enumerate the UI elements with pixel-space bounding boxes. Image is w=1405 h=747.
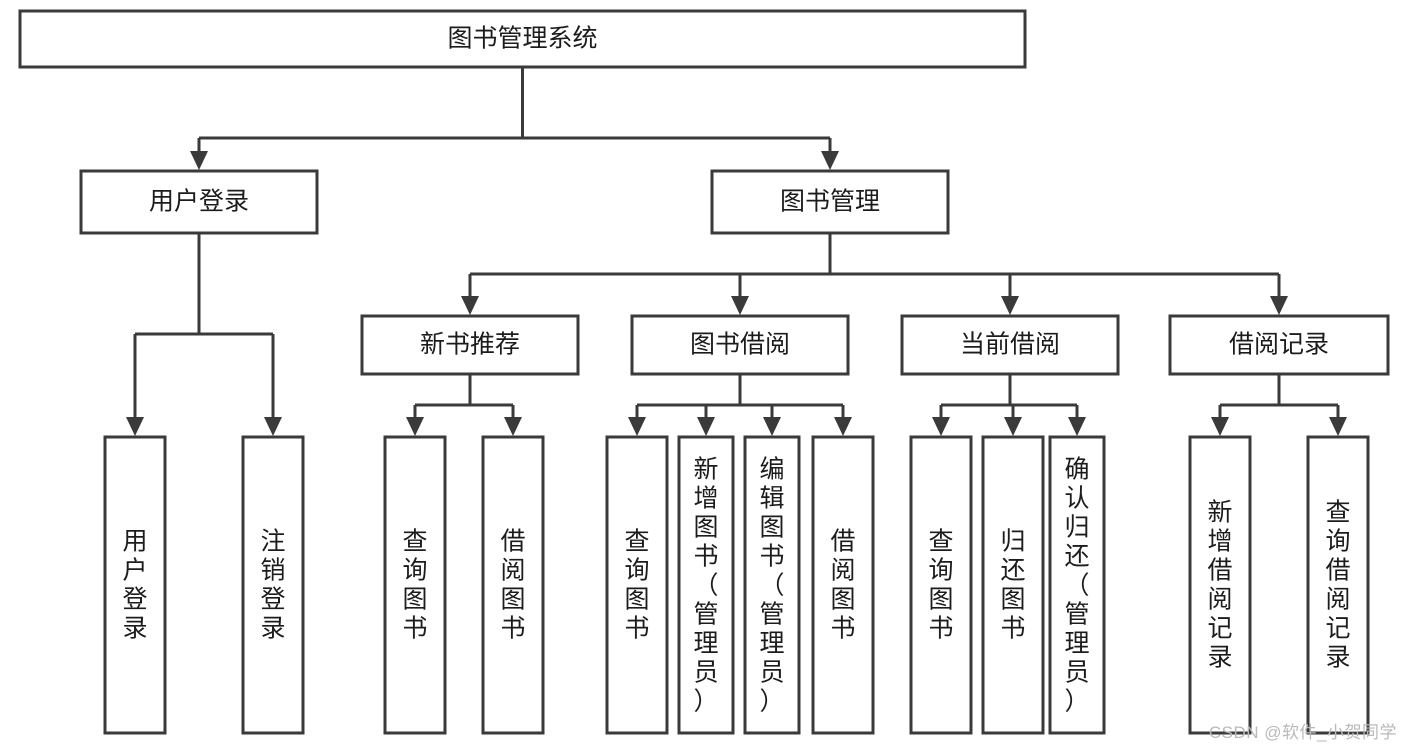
node-label: 查询图书 [928, 528, 953, 643]
arrow-head-icon [697, 417, 715, 436]
node-login[interactable]: 用户登录 [79, 169, 319, 235]
node-leaf-10[interactable]: 归还图书 [981, 435, 1045, 735]
node-box[interactable] [241, 435, 305, 735]
node-box[interactable] [1188, 435, 1252, 735]
arrow-head-icon [190, 151, 208, 170]
node-box[interactable] [605, 435, 669, 735]
node-leaf-12[interactable]: 新增借阅记录 [1188, 435, 1252, 735]
node-box[interactable] [481, 435, 545, 735]
node-label: 新增借阅记录 [1207, 499, 1232, 672]
node-label: 新书推荐 [420, 331, 520, 359]
node-leaf-11[interactable]: 确认归还（管理员） [1048, 435, 1106, 735]
csdn-watermark: CSDN @软件_小贺同学 [1208, 723, 1397, 742]
node-box[interactable] [1168, 314, 1390, 376]
arrow-head-icon [1068, 417, 1086, 436]
node-box[interactable] [1306, 435, 1370, 735]
node-layer: 图书管理系统用户登录图书管理新书推荐图书借阅当前借阅借阅记录用户登录注销登录查询… [18, 9, 1390, 735]
arrow-head-icon [406, 417, 424, 436]
node-label: 查询借阅记录 [1325, 499, 1350, 672]
node-label: 新增图书（管理员） [693, 456, 718, 716]
arrow-head-icon [1329, 417, 1347, 436]
node-leaf-2[interactable]: 注销登录 [241, 435, 305, 735]
node-box[interactable] [710, 169, 950, 235]
arrow-head-icon [264, 417, 282, 436]
node-leaf-3[interactable]: 查询图书 [383, 435, 447, 735]
node-label: 借阅图书 [830, 528, 855, 643]
node-records[interactable]: 借阅记录 [1168, 314, 1390, 376]
node-box[interactable] [630, 314, 850, 376]
node-bookmgmt[interactable]: 图书管理 [710, 169, 950, 235]
arrow-head-icon [932, 417, 950, 436]
node-leaf-6[interactable]: 新增图书（管理员） [677, 435, 735, 735]
node-newbook[interactable]: 新书推荐 [360, 314, 580, 376]
node-box[interactable] [103, 435, 167, 735]
connector-layer [126, 67, 1347, 436]
node-box[interactable] [677, 435, 735, 735]
arrow-head-icon [504, 417, 522, 436]
node-label: 用户登录 [122, 528, 147, 643]
node-leaf-5[interactable]: 查询图书 [605, 435, 669, 735]
node-box[interactable] [360, 314, 580, 376]
node-label: 归还图书 [1000, 528, 1025, 643]
node-leaf-9[interactable]: 查询图书 [909, 435, 973, 735]
node-label: 当前借阅 [960, 331, 1060, 359]
node-box[interactable] [811, 435, 875, 735]
node-box[interactable] [743, 435, 801, 735]
node-label: 图书管理系统 [447, 25, 597, 53]
node-current[interactable]: 当前借阅 [900, 314, 1120, 376]
node-box[interactable] [79, 169, 319, 235]
arrow-head-icon [126, 417, 144, 436]
node-box[interactable] [383, 435, 447, 735]
node-label: 注销登录 [260, 528, 285, 643]
arrow-head-icon [628, 417, 646, 436]
node-label: 图书借阅 [690, 331, 790, 359]
node-box[interactable] [18, 9, 1027, 69]
node-label: 借阅记录 [1229, 331, 1329, 359]
node-label: 确认归还（管理员） [1064, 456, 1089, 716]
node-box[interactable] [909, 435, 973, 735]
arrow-head-icon [1004, 417, 1022, 436]
node-borrow[interactable]: 图书借阅 [630, 314, 850, 376]
arrow-head-icon [1001, 296, 1019, 315]
arrow-head-icon [731, 296, 749, 315]
arrow-head-icon [834, 417, 852, 436]
node-box[interactable] [900, 314, 1120, 376]
node-leaf-8[interactable]: 借阅图书 [811, 435, 875, 735]
node-label: 查询图书 [402, 528, 427, 643]
node-label: 查询图书 [624, 528, 649, 643]
node-box[interactable] [981, 435, 1045, 735]
arrow-head-icon [763, 417, 781, 436]
arrow-head-icon [1211, 417, 1229, 436]
node-label: 借阅图书 [500, 528, 525, 643]
node-leaf-7[interactable]: 编辑图书（管理员） [743, 435, 801, 735]
arrow-head-icon [821, 151, 839, 170]
node-label: 用户登录 [149, 188, 249, 216]
node-label: 编辑图书（管理员） [759, 456, 784, 716]
node-root[interactable]: 图书管理系统 [18, 9, 1027, 69]
node-label: 图书管理 [780, 188, 880, 216]
node-leaf-13[interactable]: 查询借阅记录 [1306, 435, 1370, 735]
node-leaf-1[interactable]: 用户登录 [103, 435, 167, 735]
arrow-head-icon [1270, 296, 1288, 315]
node-box[interactable] [1048, 435, 1106, 735]
arrow-head-icon [461, 296, 479, 315]
node-leaf-4[interactable]: 借阅图书 [481, 435, 545, 735]
